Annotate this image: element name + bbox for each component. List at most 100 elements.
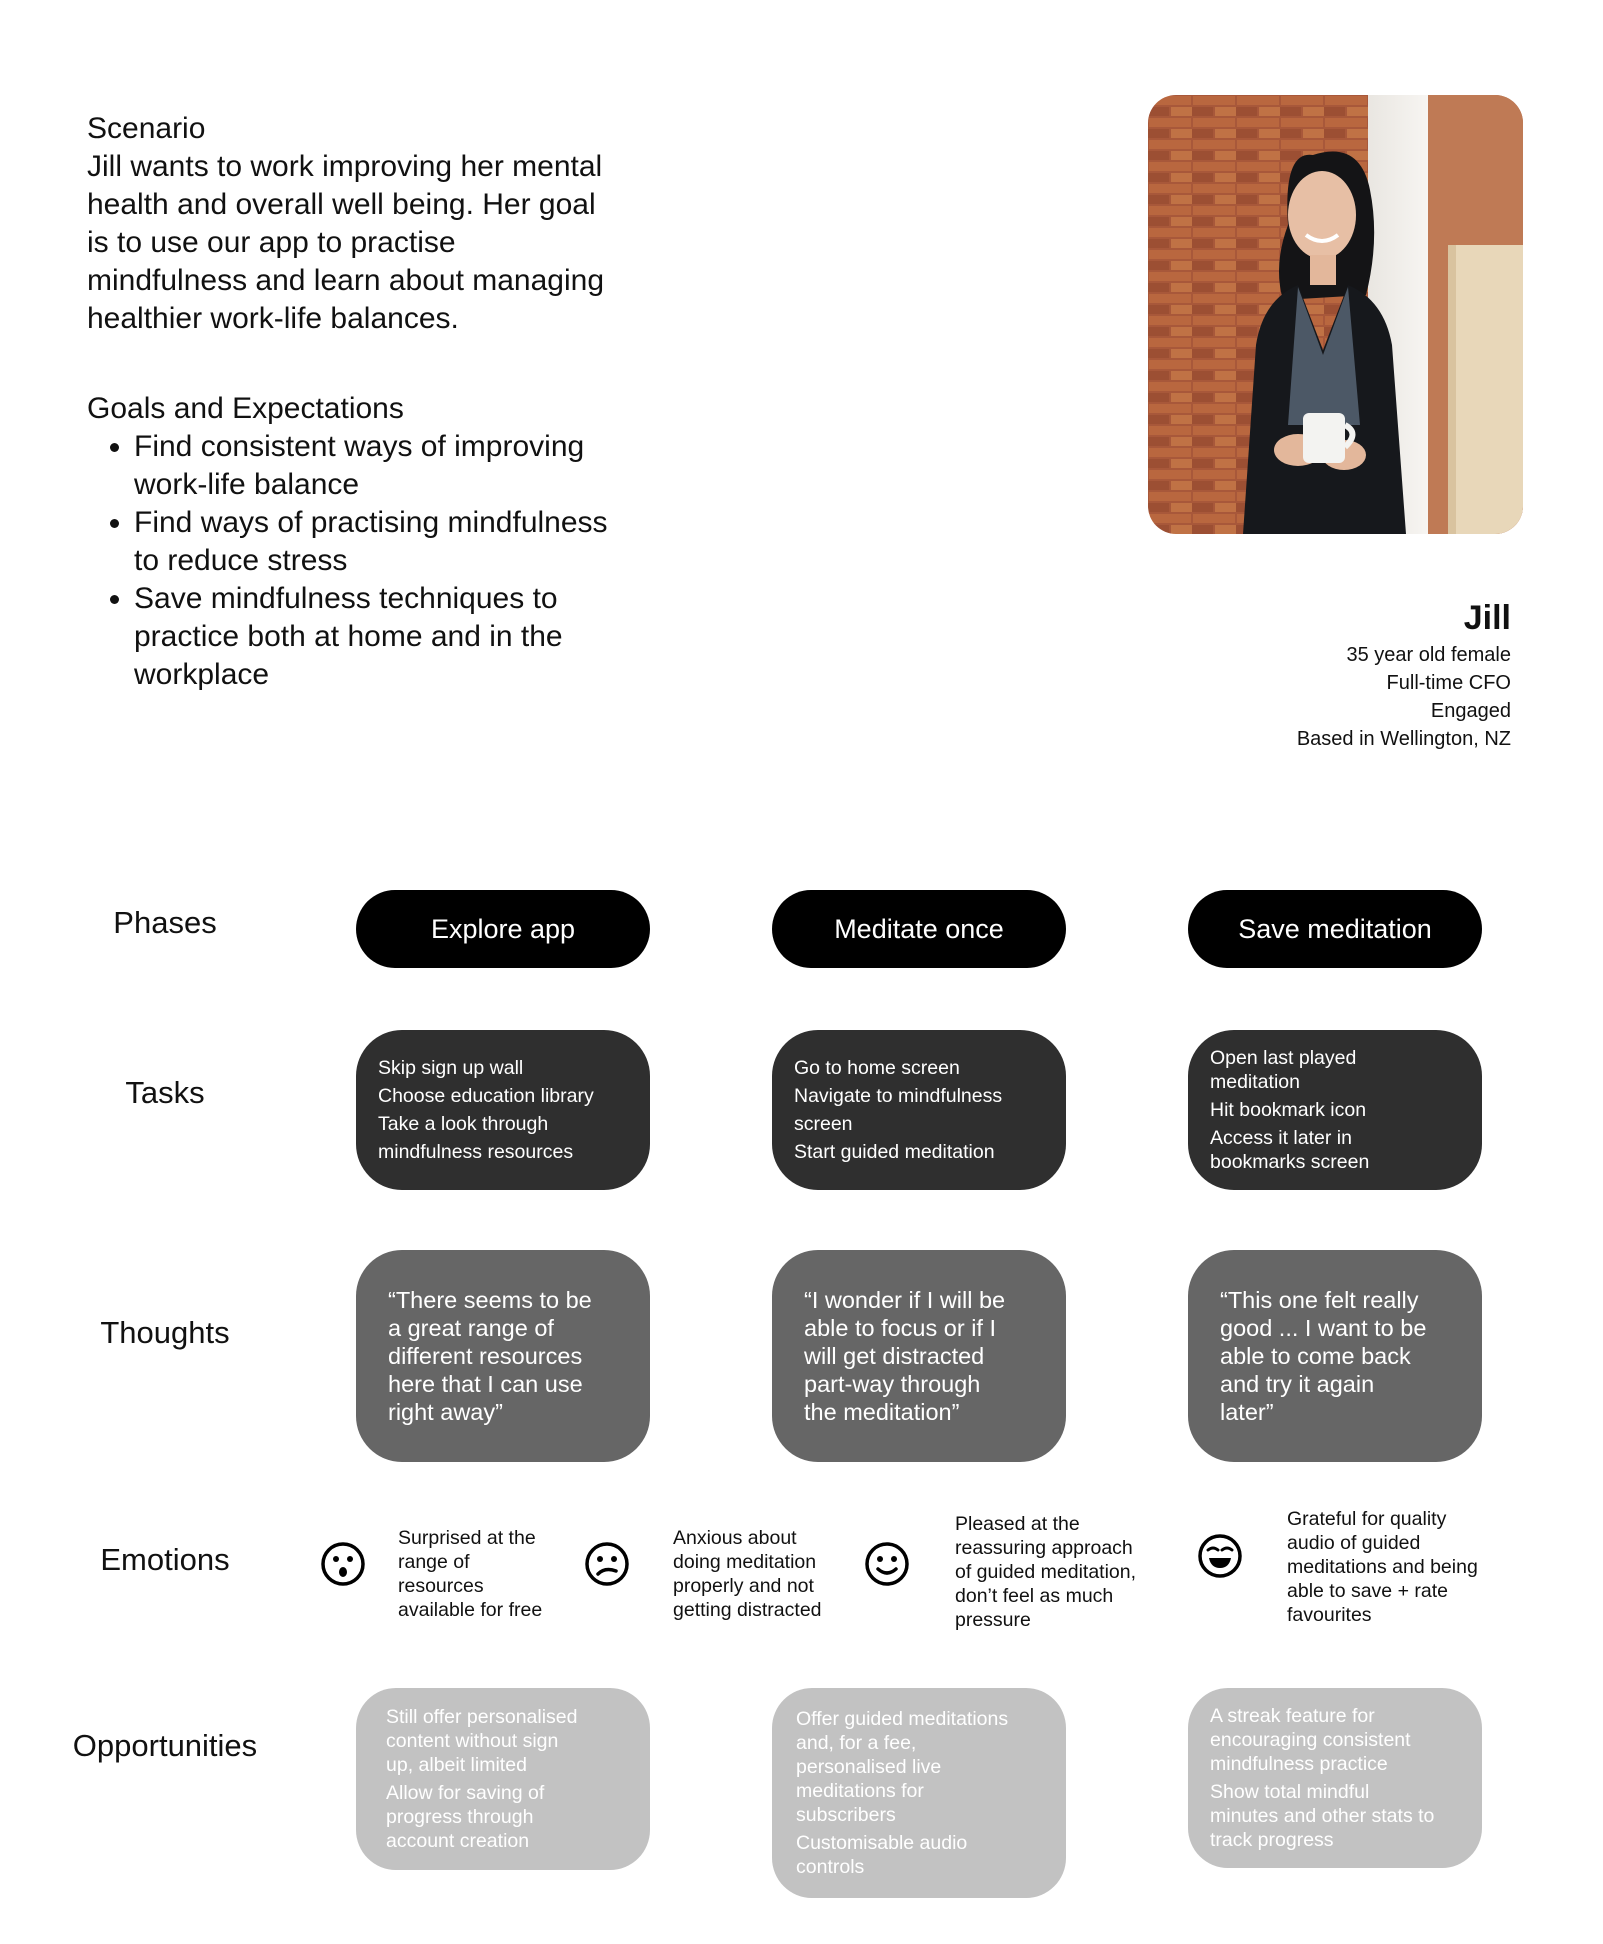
row-label-opportunities: Opportunities (72, 1728, 258, 1763)
task-line: Choose education library (378, 1085, 594, 1107)
opportunity-line: encouraging consistent (1210, 1729, 1411, 1751)
emotion-line: meditations and being (1287, 1556, 1478, 1578)
opportunity-card: A streak feature for encouraging consist… (1188, 1688, 1482, 1868)
emotion-line: range of (398, 1551, 470, 1573)
opportunity-line: Allow for saving of (386, 1782, 545, 1804)
persona-photo-illustration (1148, 95, 1523, 534)
opportunity-line: meditations for (796, 1780, 924, 1802)
thought-line: able to focus or if I (804, 1315, 997, 1341)
task-line: Take a look through (378, 1113, 549, 1135)
pleased-face-icon (865, 1542, 909, 1586)
task-card: Go to home screen Navigate to mindfulnes… (772, 1030, 1066, 1190)
emotion-line: properly and not (673, 1575, 814, 1597)
goal-item: Find consistent ways of improving work-l… (134, 428, 687, 504)
phase-meditate-once: Meditate once (772, 890, 1066, 968)
emotion-text: Anxious about doing meditation properly … (673, 1526, 822, 1622)
task-line: Access it later in (1210, 1127, 1352, 1149)
opportunity-line: content without sign (386, 1730, 559, 1752)
goal-line: to reduce stress (134, 544, 348, 577)
opportunity-card: Still offer personalised content without… (356, 1688, 650, 1870)
persona-detail: Engaged (1430, 700, 1511, 722)
persona-detail: Based in Wellington, NZ (1296, 728, 1511, 750)
opportunity-line: Still offer personalised (386, 1706, 578, 1728)
task-line: mindfulness resources (378, 1141, 574, 1163)
emotion-line: don’t feel as much (955, 1585, 1114, 1607)
emotion-text: Surprised at the range of resources avai… (398, 1526, 542, 1622)
emotion-text: Grateful for quality audio of guided med… (1287, 1507, 1478, 1627)
emotion-line: pressure (955, 1609, 1031, 1631)
opportunity-line: controls (796, 1856, 865, 1878)
thought-line: “I wonder if I will be (804, 1287, 1006, 1313)
persona-detail: 35 year old female (1346, 644, 1511, 666)
thought-line: “This one felt really (1220, 1287, 1419, 1313)
opportunity-line: A streak feature for (1210, 1705, 1375, 1727)
phase-explore-app: Explore app (356, 890, 650, 968)
goal-line: Find ways of practising mindfulness (134, 506, 608, 539)
opportunity-line: track progress (1210, 1829, 1334, 1851)
thought-line: different resources (388, 1343, 583, 1369)
task-line: Go to home screen (794, 1057, 960, 1079)
phase-save-meditation: Save meditation (1188, 890, 1482, 968)
emotion-line: able to save + rate (1287, 1580, 1448, 1602)
emotion-line: of guided meditation, (955, 1561, 1137, 1583)
persona-detail: Full-time CFO (1386, 672, 1511, 694)
opportunity-line: up, albeit limited (386, 1754, 527, 1776)
goals-section: Goals and Expectations Find consistent w… (87, 390, 687, 694)
persona-name: Jill (1463, 599, 1511, 637)
scenario-line: health and overall well being. Her goal (87, 188, 596, 221)
row-label-emotions: Emotions (100, 1542, 230, 1577)
row-label-phases: Phases (113, 905, 217, 940)
thought-line: “There seems to be (388, 1287, 592, 1313)
goal-line: Find consistent ways of improving (134, 430, 585, 463)
task-line: Start guided meditation (794, 1141, 995, 1163)
persona-photo (1148, 95, 1523, 534)
thought-line: the meditation” (804, 1399, 960, 1425)
opportunity-line: account creation (386, 1830, 530, 1852)
task-line: Navigate to mindfulness (794, 1085, 1003, 1107)
emotion-line: getting distracted (673, 1599, 822, 1621)
scenario-line: Jill wants to work improving her mental (87, 150, 603, 183)
scenario-section: Scenario Jill wants to work improving he… (87, 110, 687, 338)
task-line: screen (794, 1113, 853, 1135)
emotion-line: resources (398, 1575, 484, 1597)
goals-list: Find consistent ways of improving work-l… (87, 428, 687, 694)
thought-line: part-way through (804, 1371, 981, 1397)
emotion-line: available for free (398, 1599, 543, 1621)
thought-line: later” (1220, 1399, 1274, 1425)
scenario-line: mindfulness and learn about managing (87, 264, 605, 297)
emotion-line: Pleased at the (955, 1513, 1080, 1535)
goal-line: Save mindfulness techniques to (134, 582, 558, 615)
emotion-line: Anxious about (673, 1527, 797, 1549)
thought-card: “I wonder if I will be able to focus or … (772, 1250, 1066, 1462)
emotion-line: audio of guided (1287, 1532, 1421, 1554)
surprised-face-icon (321, 1542, 365, 1586)
thought-line: good ... I want to be (1220, 1315, 1427, 1341)
persona-info: Jill 35 year old female Full-time CFO En… (1297, 595, 1511, 753)
opportunity-line: minutes and other stats to (1210, 1805, 1435, 1827)
row-label-thoughts: Thoughts (100, 1315, 230, 1350)
opportunity-line: Show total mindful (1210, 1781, 1370, 1803)
opportunity-line: and, for a fee, (796, 1732, 917, 1754)
row-label-tasks: Tasks (125, 1075, 205, 1110)
grateful-face-icon (1198, 1534, 1242, 1578)
emotion-line: doing meditation (673, 1551, 817, 1573)
scenario-text: Jill wants to work improving her mental … (87, 148, 687, 338)
thought-card: “There seems to be a great range of diff… (356, 1250, 650, 1462)
opportunity-line: progress through (386, 1806, 534, 1828)
goal-line: practice both at home and in the (134, 620, 563, 653)
scenario-heading: Scenario (87, 112, 206, 145)
thought-line: here that I can use (388, 1371, 583, 1397)
opportunity-line: Customisable audio (796, 1832, 968, 1854)
task-line: bookmarks screen (1210, 1151, 1370, 1173)
emotion-text: Pleased at the reassuring approach of gu… (955, 1512, 1136, 1632)
emotion-line: Surprised at the (398, 1527, 536, 1549)
emotion-line: reassuring approach (955, 1537, 1133, 1559)
anxious-face-icon (585, 1542, 629, 1586)
emotion-line: favourites (1287, 1604, 1372, 1626)
task-card: Skip sign up wall Choose education libra… (356, 1030, 650, 1190)
task-line: Open last played (1210, 1047, 1357, 1069)
thought-card: “This one felt really good ... I want to… (1188, 1250, 1482, 1462)
goal-line: workplace (134, 658, 270, 691)
thought-line: will get distracted (804, 1343, 985, 1369)
scenario-line: is to use our app to practise (87, 226, 456, 259)
